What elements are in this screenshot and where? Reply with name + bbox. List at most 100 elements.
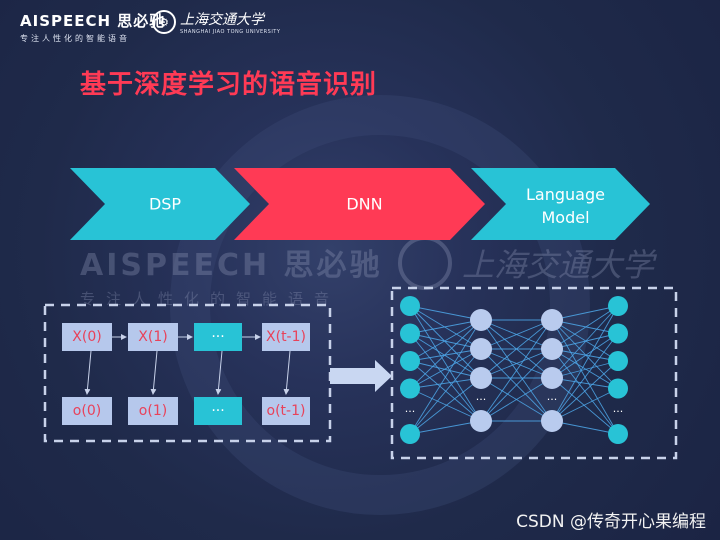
network-node xyxy=(541,309,563,331)
output-label: o(0) xyxy=(73,403,101,419)
output-box xyxy=(62,397,112,425)
network-edge xyxy=(480,377,553,422)
network-node xyxy=(400,424,420,444)
network-edge xyxy=(409,333,482,379)
output-box xyxy=(194,397,242,425)
network-edge xyxy=(409,305,482,321)
output-box xyxy=(128,397,178,425)
network-edge xyxy=(480,348,553,422)
network-edge xyxy=(551,305,619,379)
chevron-dsp xyxy=(70,168,250,240)
network-edge xyxy=(551,348,619,389)
network-edge xyxy=(551,305,619,422)
network-edge xyxy=(409,388,482,422)
network-edge xyxy=(551,333,619,422)
watermark-university-name: 上海交通大学 xyxy=(462,246,655,284)
network-node xyxy=(470,309,492,331)
input-box xyxy=(194,323,242,351)
network-edge xyxy=(409,305,482,379)
watermark-slogan: 专注人性化的智能语音 xyxy=(80,290,341,308)
network-node xyxy=(541,410,563,432)
output-box xyxy=(262,397,310,425)
network-node xyxy=(541,338,563,360)
university-name-cn: 上海交通大学 xyxy=(180,12,264,28)
neural-network-panel: ············ xyxy=(390,286,678,460)
university-name-en: SHANGHAI JIAO TONG UNIVERSITY xyxy=(180,29,281,35)
network-node xyxy=(541,367,563,389)
input-label: ··· xyxy=(211,329,224,345)
network-node xyxy=(400,296,420,316)
output-label: o(t-1) xyxy=(267,403,306,419)
network-edge xyxy=(409,305,482,422)
network-node xyxy=(608,351,628,371)
network-edge xyxy=(409,319,482,362)
network-dashed-border xyxy=(390,286,678,460)
network-edge xyxy=(480,319,553,379)
network-edge xyxy=(409,319,482,435)
csdn-credit: CSDN @传奇开心果编程 xyxy=(516,512,706,532)
network-edge xyxy=(551,377,619,435)
network-edge xyxy=(551,360,619,379)
input-label: X(0) xyxy=(72,329,101,345)
network-edge xyxy=(551,333,619,379)
network-node xyxy=(608,323,628,344)
output-label: ··· xyxy=(211,403,224,419)
watermark-brand: AISPEECH 思必驰 专注人性化的智能语音 xyxy=(80,240,383,309)
network-node xyxy=(400,323,420,344)
network-edge xyxy=(409,348,482,389)
network-edge xyxy=(480,348,553,379)
network-edge xyxy=(551,377,619,389)
network-node xyxy=(608,296,628,316)
network-edge xyxy=(409,319,482,334)
network-edge xyxy=(409,360,482,379)
network-edge xyxy=(409,377,482,435)
output-arrow xyxy=(84,350,92,395)
network-node xyxy=(400,351,420,371)
network-ellipsis: ··· xyxy=(476,393,487,406)
output-arrow xyxy=(150,350,158,395)
slide-title: 基于深度学习的语音识别 xyxy=(80,70,378,100)
network-edge xyxy=(551,305,619,321)
watermark-brand-name: AISPEECH 思必驰 xyxy=(80,248,383,283)
network-edge xyxy=(551,388,619,422)
network-edge xyxy=(409,319,482,389)
network-edge xyxy=(409,333,482,350)
network-edge xyxy=(551,319,619,362)
sjtu-seal-icon: ⚙ xyxy=(152,10,176,34)
input-box xyxy=(128,323,178,351)
chevron-dnn xyxy=(234,168,485,240)
network-edge xyxy=(480,319,553,350)
chevron-label-dnn: DNN xyxy=(346,195,382,214)
network-node xyxy=(608,424,628,444)
network-edge xyxy=(409,348,482,435)
network-ellipsis: ··· xyxy=(405,405,416,418)
network-edge xyxy=(551,319,619,389)
network-edge xyxy=(551,348,619,362)
brand-name: AISPEECH 思必驰 xyxy=(20,12,166,30)
network-ellipsis: ··· xyxy=(547,393,558,406)
network-edge xyxy=(551,360,619,422)
brand-slogan: 专注人性化的智能语音 xyxy=(20,34,130,43)
input-box xyxy=(262,323,310,351)
network-node xyxy=(400,378,420,399)
output-arrow xyxy=(283,350,291,395)
output-arrow xyxy=(215,350,223,395)
network-edge xyxy=(480,319,553,422)
network-edge xyxy=(551,333,619,350)
input-label: X(t-1) xyxy=(266,329,306,345)
watermark-university: 上海交通大学 xyxy=(398,236,654,290)
sequence-panel: X(0) X(1) ··· X(t-1) o(0) o(1) ··· o(t-1) xyxy=(43,303,392,443)
network-edge xyxy=(409,348,482,362)
input-label: X(1) xyxy=(138,329,167,345)
network-node xyxy=(608,378,628,399)
input-box xyxy=(62,323,112,351)
network-edge xyxy=(551,305,619,350)
aispeech-logo: AISPEECH 思必驰 专注人性化的智能语音 xyxy=(20,10,165,44)
chevron-language-model xyxy=(471,168,650,240)
chevron-label-dsp: DSP xyxy=(149,195,181,214)
output-label: o(1) xyxy=(139,403,167,419)
network-edge xyxy=(551,420,619,435)
